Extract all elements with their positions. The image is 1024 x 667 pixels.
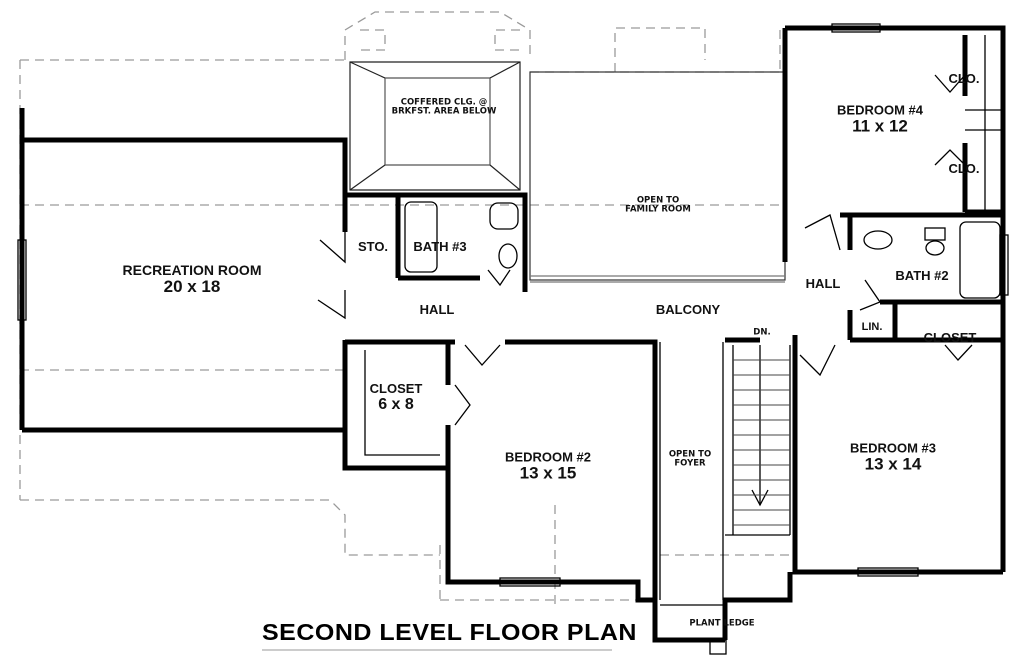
clo-top-label: CLO. <box>948 70 980 86</box>
bedroom3-label: BEDROOM #3 13 x 14 <box>850 440 936 475</box>
bath3-label: BATH #3 <box>413 238 467 254</box>
plan-title: SECOND LEVEL FLOOR PLAN <box>262 620 637 646</box>
interior-details <box>17 23 1009 655</box>
open-foyer-note: OPEN TO FOYER <box>668 449 712 470</box>
bedroom4-size: 11 x 12 <box>852 116 908 136</box>
plant-ledge-label: PLANT LEDGE <box>689 618 755 629</box>
bedroom2-name: BEDROOM #2 <box>505 449 591 465</box>
recreation-room-name: RECREATION ROOM <box>122 261 262 278</box>
coffered-line1: COFFERED CLG. @ <box>400 97 488 108</box>
balcony-label: BALCONY <box>655 301 721 317</box>
open-family-note: OPEN TO FAMILY ROOM <box>625 195 691 216</box>
exterior-walls <box>19 25 1006 643</box>
bedroom4-name: BEDROOM #4 <box>837 102 923 118</box>
lin-label: LIN. <box>861 320 883 333</box>
recreation-room-label: RECREATION ROOM 20 x 18 <box>122 261 262 297</box>
open-family-line2: FAMILY ROOM <box>625 205 691 215</box>
sto-label: STO. <box>357 238 389 254</box>
closet-6x8-size: 6 x 8 <box>378 396 414 414</box>
bedroom2-label: BEDROOM #2 13 x 15 <box>505 449 591 484</box>
clo-bottom-label: CLO. <box>948 160 980 176</box>
bedroom4-label: BEDROOM #4 11 x 12 <box>837 102 923 137</box>
closet-6x8-name: CLOSET <box>369 381 423 397</box>
bath2-label: BATH #2 <box>895 267 949 283</box>
recreation-room-size: 20 x 18 <box>163 277 221 297</box>
bedroom2-size: 13 x 15 <box>519 463 577 483</box>
open-family-outline <box>529 71 786 283</box>
open-family-line1: OPEN TO <box>636 195 680 206</box>
coffered-line2: BRKFST. AREA BELOW <box>391 107 497 117</box>
bedroom3-size: 13 x 14 <box>864 454 922 474</box>
hall-left-label: HALL <box>419 301 455 317</box>
closet-6x8-label: CLOSET 6 x 8 <box>369 381 423 414</box>
coffered-ceiling <box>349 61 521 191</box>
closet-bedroom3-label: CLOSET <box>923 329 977 345</box>
hall-right-label: HALL <box>805 275 841 291</box>
open-foyer-line2: FOYER <box>674 459 706 469</box>
bedroom3-name: BEDROOM #3 <box>850 440 936 456</box>
open-foyer-line1: OPEN TO <box>668 449 712 460</box>
stair-treads <box>733 359 790 526</box>
stair-dn-label: DN. <box>753 327 771 338</box>
coffered-ceiling-note: COFFERED CLG. @ BRKFST. AREA BELOW <box>391 97 497 118</box>
